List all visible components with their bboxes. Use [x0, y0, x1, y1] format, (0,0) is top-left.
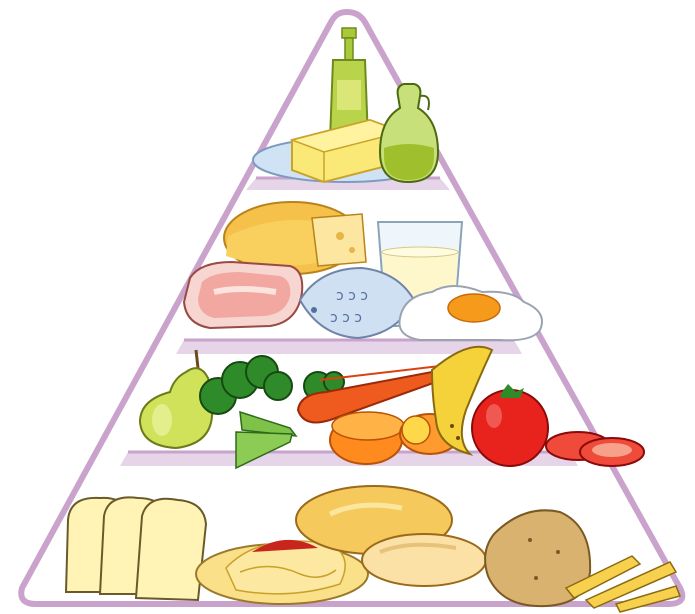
svg-text:ɔ ɔ ɔ: ɔ ɔ ɔ — [336, 288, 368, 304]
ham-slice-icon — [184, 262, 302, 328]
tier-fats-oils — [253, 28, 438, 182]
fried-egg-icon — [399, 286, 542, 340]
bread-slices-icon — [66, 497, 206, 600]
svg-text:ɔ ɔ ɔ: ɔ ɔ ɔ — [330, 310, 362, 326]
